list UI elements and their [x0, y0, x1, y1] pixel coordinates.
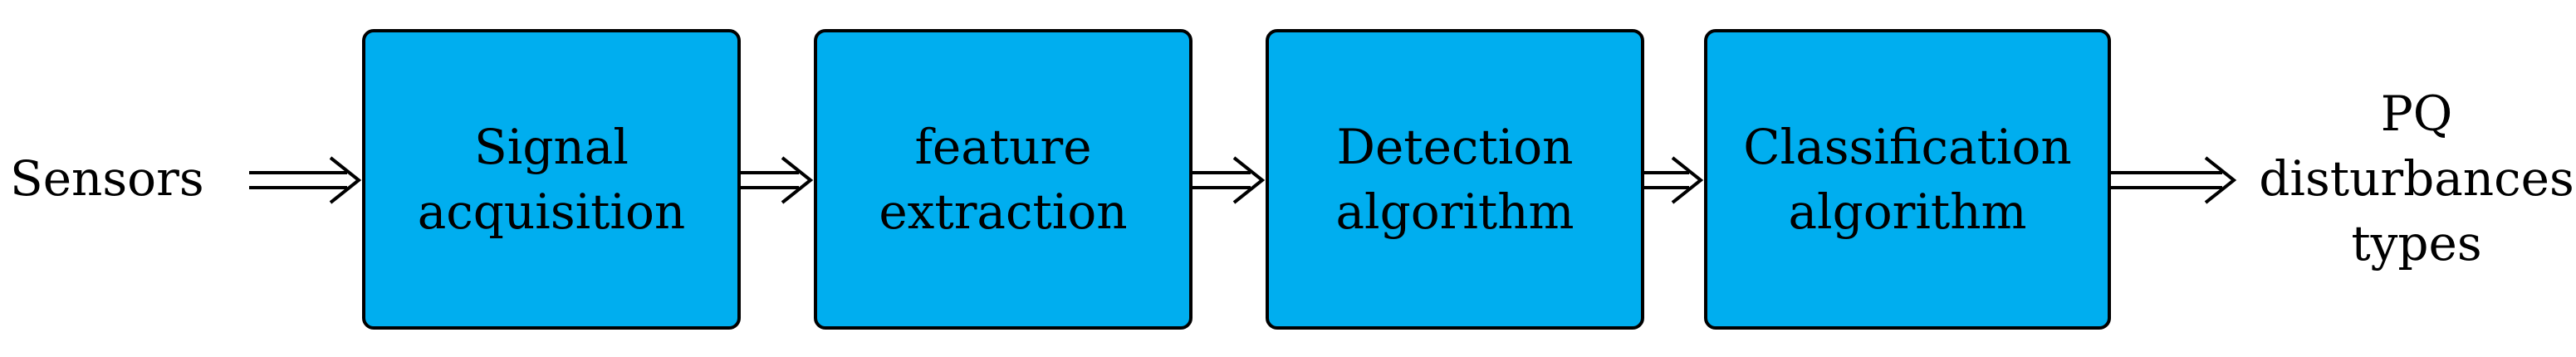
input-label-sensors: Sensors — [10, 150, 204, 207]
block-detection-algorithm: Detection algorithm — [1266, 29, 1644, 330]
arrow-extraction-to-detection — [1193, 156, 1266, 204]
arrow-classification-to-output — [2111, 156, 2237, 204]
arrow-detection-to-classification — [1644, 156, 1704, 204]
block-classification-algorithm: Classification algorithm — [1704, 29, 2111, 330]
output-label-pq-disturbances-types: PQ disturbances types — [2259, 86, 2574, 271]
block-feature-extraction: feature extraction — [814, 29, 1193, 330]
arrow-acquisition-to-extraction — [741, 156, 814, 204]
arrow-sensors-to-acquisition — [249, 156, 362, 204]
block-signal-acquisition: Signal acquisition — [362, 29, 741, 330]
